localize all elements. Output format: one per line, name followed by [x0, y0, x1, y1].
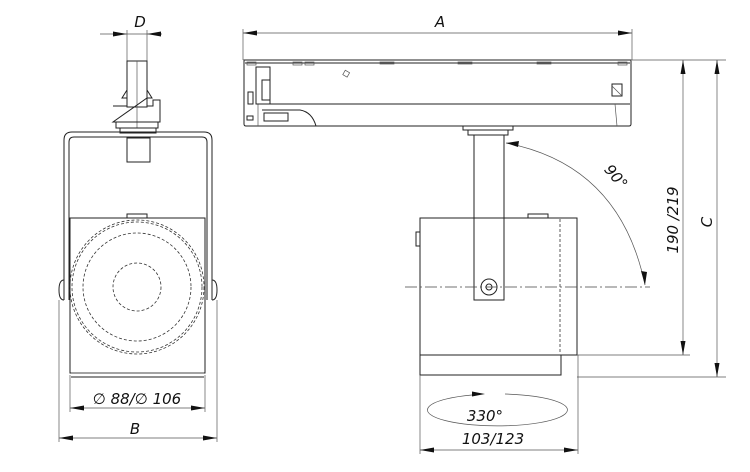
- dimension-c-label: C: [698, 216, 716, 227]
- dimension-a-label: A: [434, 13, 445, 31]
- dimension-b-label: B: [130, 420, 140, 438]
- dimension-d-label: D: [134, 13, 146, 31]
- side-view: [242, 29, 726, 454]
- rotation-angle-label: 330°: [467, 407, 503, 425]
- tilt-angle-label: 90°: [600, 161, 631, 193]
- height-label: 190 /219: [664, 186, 682, 253]
- front-view: [58, 30, 218, 442]
- diameter-label: ∅ 88/∅ 106: [93, 390, 181, 408]
- depth-label: 103/123: [462, 430, 524, 448]
